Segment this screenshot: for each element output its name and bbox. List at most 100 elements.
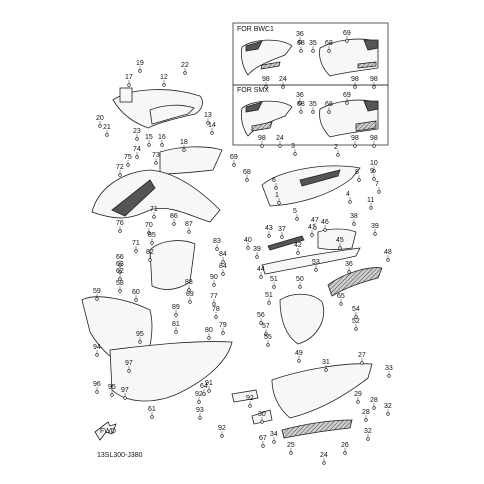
callout-c70: 70 (145, 222, 153, 235)
fastener-icon (183, 71, 187, 75)
callout-number: 11 (367, 197, 374, 204)
callout-number: 4 (346, 191, 350, 198)
callout-number: 24 (320, 452, 328, 459)
fastener-icon (118, 229, 122, 233)
fastener-icon (123, 396, 127, 400)
callout-c61: 61 (148, 406, 156, 419)
callout-c84a: 84 (219, 251, 227, 264)
callout-c7: 7 (375, 181, 381, 194)
callout-number: 28 (370, 397, 378, 404)
callout-number: 68 (325, 40, 333, 47)
fastener-icon (221, 331, 225, 335)
fastener-icon (187, 288, 191, 292)
callout-c87: 87 (185, 221, 193, 234)
callout-c84b: 84 (219, 263, 227, 276)
fastener-icon (154, 161, 158, 165)
fastener-icon (339, 302, 343, 306)
callout-c77: 77 (210, 293, 218, 306)
fwd-label: FWD (100, 428, 116, 435)
fastener-icon (221, 260, 225, 264)
callout-number: 92 (246, 395, 254, 402)
fastener-icon (172, 222, 176, 226)
fastener-icon (299, 49, 303, 53)
fastener-icon (127, 369, 131, 373)
callout-c68d: 68 (297, 101, 305, 114)
fastener-icon (212, 283, 216, 287)
callout-c36c: 36 (296, 92, 304, 105)
inset-title-bwc1: FOR BWC1 (237, 26, 274, 33)
fastener-icon (134, 298, 138, 302)
callout-c96: 96 (93, 381, 101, 394)
fastener-icon (207, 389, 211, 393)
callout-number: 9 (370, 168, 374, 175)
fastener-icon (261, 444, 265, 448)
callout-c92b: 92 (218, 425, 226, 438)
callout-number: 97 (125, 360, 133, 367)
callout-c71a: 71 (150, 206, 158, 219)
callout-number: 82 (146, 249, 154, 256)
callout-c98d: 98 (258, 135, 266, 148)
callout-number: 22 (181, 62, 189, 69)
right-lower-cowling (271, 363, 373, 419)
callout-number: 75 (124, 154, 132, 161)
fastener-icon (298, 40, 302, 44)
fastener-icon (127, 83, 131, 87)
callout-number: 70 (145, 222, 153, 229)
left-side-cowling-stripe (111, 179, 156, 217)
callout-number: 27 (358, 352, 366, 359)
fastener-icon (298, 101, 302, 105)
right-side-bracket (317, 228, 357, 250)
callout-number: 94 (93, 344, 101, 351)
fastener-icon (348, 200, 352, 204)
fastener-icon (118, 263, 122, 267)
callout-number: 21 (103, 124, 111, 131)
callout-c81: 81 (172, 321, 180, 334)
callout-c92a: 92 (195, 391, 203, 404)
callout-number: 92 (195, 391, 203, 398)
callout-c1: 1 (275, 192, 281, 205)
fastener-icon (360, 361, 364, 365)
inset-smx-left-decal (251, 121, 273, 132)
callout-number: 3 (291, 143, 295, 150)
fastener-icon (323, 228, 327, 232)
callout-c46: 46 (321, 219, 329, 232)
callout-number: 17 (125, 74, 133, 81)
callout-c68a: 68 (243, 169, 251, 182)
callout-c68e: 68 (325, 101, 333, 114)
callout-number: 95 (136, 331, 144, 338)
fastener-icon (215, 247, 219, 251)
callout-c19: 19 (136, 60, 144, 73)
callout-number: 5 (293, 208, 297, 215)
callout-c60: 60 (132, 289, 140, 302)
callout-number: 69 (230, 154, 238, 161)
fastener-icon (354, 315, 358, 319)
fastener-icon (134, 249, 138, 253)
callout-number: 92 (218, 425, 226, 432)
fastener-icon (281, 85, 285, 89)
callout-c30: 30 (258, 411, 266, 424)
callout-c69b: 69 (343, 30, 351, 43)
callout-number: 64 (200, 383, 208, 390)
callout-c97a: 97 (125, 360, 133, 373)
callout-c89b: 89 (172, 304, 180, 317)
callout-c28a: 28 (370, 397, 378, 410)
fastener-icon (214, 315, 218, 319)
fastener-icon (118, 173, 122, 177)
callout-c42: 42 (294, 242, 302, 255)
fastener-icon (188, 300, 192, 304)
callout-c59: 59 (93, 288, 101, 301)
callout-number: 85 (148, 232, 156, 239)
fastener-icon (248, 404, 252, 408)
fastener-icon (364, 418, 368, 422)
callout-c21: 21 (103, 124, 111, 137)
callout-number: 87 (185, 221, 193, 228)
callout-number: 49 (295, 350, 303, 357)
callout-number: 18 (180, 139, 188, 146)
fastener-icon (352, 222, 356, 226)
inset-smx-right-stripe (363, 100, 379, 112)
fastener-icon (336, 153, 340, 157)
callout-c48: 48 (384, 249, 392, 262)
callout-number: 98 (258, 135, 266, 142)
callout-number: 24 (276, 135, 284, 142)
callout-number: 28 (362, 409, 370, 416)
